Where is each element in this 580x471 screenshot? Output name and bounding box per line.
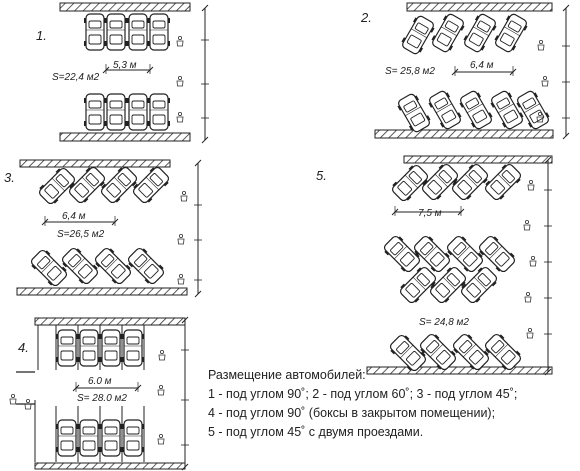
pedestrian-icon [177, 273, 185, 285]
car-icon [77, 329, 101, 367]
car-icon [58, 244, 102, 288]
car-icon [65, 163, 109, 207]
scheme-3-wall-bottom [16, 287, 188, 296]
dimension-tick [194, 290, 202, 298]
car-icon [457, 263, 501, 307]
pedestrian-icon [526, 327, 534, 339]
legend-line-1: 1 - под углом 90˚; 2 - под углом 60˚; 3 … [208, 387, 518, 401]
scheme-4-wall-bottom [34, 462, 186, 470]
dimension-tick [562, 132, 570, 140]
pedestrian-icon [527, 179, 535, 191]
car-icon [83, 93, 107, 131]
car-icon [121, 329, 145, 367]
scheme-5-number: 5. [316, 168, 327, 183]
scheme-5-wall-top [403, 155, 553, 164]
car-icon [129, 163, 173, 207]
car-icon [460, 11, 500, 55]
car-icon [124, 244, 168, 288]
car-icon [487, 88, 527, 132]
car-icon [91, 244, 135, 288]
legend: Размещение автомобилей: 1 - под углом 90… [208, 366, 580, 442]
scheme-2-wall-top [406, 2, 553, 12]
scheme-4-wall-top [34, 317, 186, 326]
car-icon [448, 160, 492, 204]
pedestrian-icon [176, 112, 184, 123]
dimension-tick [562, 4, 570, 12]
scheme-3-dimension: 6,4 м [62, 211, 86, 222]
scheme-4-area: S= 28.0 м2 [77, 393, 127, 404]
car-icon [147, 93, 171, 131]
legend-title: Размещение автомобилей: [208, 368, 366, 382]
scheme-1-wall-bottom [59, 132, 191, 142]
car-icon [491, 11, 531, 55]
dimension-tick [201, 4, 209, 12]
dimension-tick [181, 463, 189, 471]
dimension-tick [544, 156, 552, 164]
car-icon [99, 419, 123, 457]
car-icon [456, 88, 496, 132]
scheme-5-area: S= 24,8 м2 [419, 317, 469, 328]
car-icon [380, 232, 424, 276]
car-icon [97, 163, 141, 207]
car-icon [77, 419, 101, 457]
scheme-5-dimension: 7,5 м [418, 208, 442, 219]
legend-line-3: 5 - под углом 45˚ с двумя проездами. [208, 425, 424, 439]
pedestrian-icon [524, 291, 532, 303]
dimension-tick [544, 368, 552, 376]
scheme-2-wall-bottom [374, 129, 554, 139]
scheme-2-area: S= 25,8 м2 [385, 66, 435, 77]
car-icon [398, 13, 438, 57]
pedestrian-icon [177, 233, 185, 245]
dimension-tick [181, 316, 189, 324]
pedestrian-icon [158, 349, 166, 361]
car-icon [410, 232, 454, 276]
car-icon [27, 246, 71, 290]
car-icon [99, 329, 123, 367]
car-icon [121, 419, 145, 457]
legend-line-2: 4 - под углом 90˚ (боксы в закрытом поме… [208, 406, 496, 420]
scheme-1-dimension: 5,3 м [113, 60, 137, 71]
pedestrian-icon [176, 76, 184, 87]
scheme-3-number: 3. [4, 170, 15, 185]
scheme-5-wall-bottom [366, 366, 553, 375]
scheme-2-number: 2. [360, 10, 372, 25]
car-icon [104, 13, 128, 51]
car-icon [394, 91, 434, 135]
scheme-1-wall-top [59, 2, 191, 12]
pedestrian-icon [529, 255, 537, 267]
pedestrian-icon [176, 36, 184, 47]
car-icon [55, 329, 79, 367]
scheme-3-area: S=26,5 м2 [57, 229, 105, 240]
scheme-3-wall-top [19, 159, 171, 168]
car-icon [126, 13, 150, 51]
pedestrian-icon [537, 40, 545, 51]
car-icon [55, 419, 79, 457]
car-icon [126, 93, 150, 131]
pedestrian-icon [180, 190, 188, 202]
scheme-1-number: 1. [36, 28, 47, 43]
pedestrian-icon [523, 219, 531, 231]
scheme-1-area: S=22,4 м2 [52, 72, 100, 83]
scheme-4-dimension: 6.0 м [88, 376, 112, 387]
car-icon [147, 13, 171, 51]
pedestrian-icon [541, 76, 549, 87]
pedestrian-icon [157, 433, 165, 445]
car-icon [83, 13, 107, 51]
car-icon [104, 93, 128, 131]
scheme-2-dimension: 6,4 м [470, 60, 494, 71]
car-icon [428, 11, 468, 55]
pedestrian-icon [24, 398, 32, 410]
pedestrian-icon [9, 393, 17, 405]
pedestrian-icon [157, 384, 165, 396]
car-icon [481, 160, 525, 204]
car-icon [425, 88, 465, 132]
scheme-4-number: 4. [18, 340, 29, 355]
car-icon [513, 88, 553, 132]
car-icon [418, 160, 462, 204]
dimension-tick [194, 159, 202, 167]
dimension-tick [201, 136, 209, 144]
